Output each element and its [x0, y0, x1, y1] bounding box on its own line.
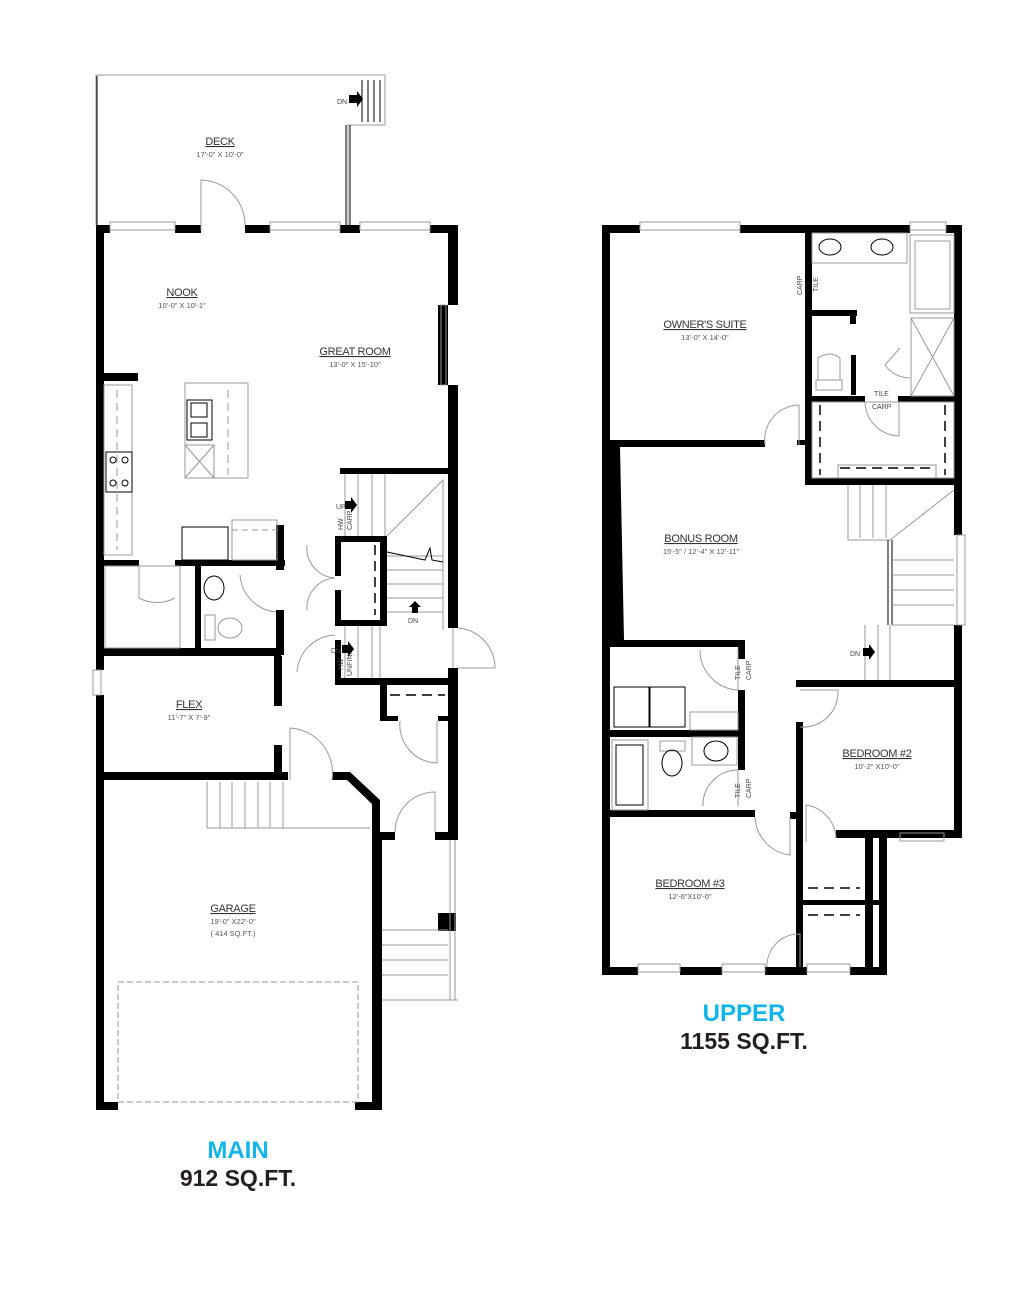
main-floor-plan: DN UP DN DN HW CARP HW UNFIN. DECK 17'-0… [92, 74, 496, 1110]
main-stairs [117, 474, 458, 1103]
upper-floor-caption: UPPER 1155 SQ.FT. [594, 1000, 894, 1055]
room-name-bedroom-3: BEDROOM #3 [655, 878, 724, 890]
note-carp: CARP [872, 404, 892, 411]
note-dn: DN [331, 648, 341, 655]
main-fixtures [103, 382, 278, 649]
upper-floor-plan: DN CARP TILE TILE CARP TILE CARP TILE CA… [602, 221, 966, 975]
arrow-icon [349, 91, 363, 107]
room-dims-owners-suite: 13'-0" X 14'-0" [681, 333, 729, 342]
note-up: UP [336, 504, 346, 511]
note-hw: HW [338, 518, 345, 530]
room-dims-nook: 10'-0" X 10'-1" [158, 301, 206, 310]
upper-stairs [808, 485, 955, 965]
note-tile: TILE [735, 665, 742, 680]
note-tile: TILE [735, 783, 742, 798]
arrow-icon [863, 644, 875, 660]
room-dims-flex: 11'-7" X 7'-9" [168, 713, 211, 722]
room-name-owners-suite: OWNER'S SUITE [663, 319, 746, 331]
note-dn: DN [850, 651, 860, 658]
room-dims-bedroom-3: 12'-6"X10'-0" [668, 892, 712, 901]
room-note-garage: ( 414 SQ.FT.) [210, 929, 256, 938]
room-name-garage: GARAGE [210, 903, 255, 915]
room-dims-bedroom-2: 10'-2" X10'-0" [854, 762, 900, 771]
room-name-great-room: GREAT ROOM [319, 346, 390, 358]
arrow-icon [342, 641, 354, 657]
upper-fixtures [611, 232, 955, 811]
note-hw: HW [338, 658, 345, 670]
main-floor-caption: MAIN 912 SQ.FT. [88, 1137, 388, 1192]
note-dn: DN [337, 99, 347, 106]
main-walls [96, 225, 458, 1110]
room-name-flex: FLEX [176, 699, 203, 711]
area-label-upper: 1155 SQ.FT. [680, 1028, 808, 1054]
note-carp: CARP [797, 275, 804, 295]
upper-walls [602, 225, 962, 975]
level-label-main: MAIN [207, 1137, 269, 1164]
upper-doors [699, 347, 911, 968]
note-tile: TILE [874, 391, 889, 398]
note-unfin: UNFIN. [347, 653, 354, 676]
deck [95, 74, 386, 225]
room-dims-great-room: 13'-0" X 15'-10" [329, 360, 381, 369]
main-doors [138, 179, 496, 833]
note-carp: CARP [746, 660, 753, 680]
room-dims-deck: 17'-0" X 10'-0" [196, 150, 244, 159]
room-name-deck: DECK [205, 136, 235, 148]
room-name-bedroom-2: BEDROOM #2 [842, 748, 911, 760]
note-carp: CARP [746, 778, 753, 798]
room-name-nook: NOOK [166, 287, 198, 299]
arrow-icon [345, 497, 357, 513]
room-name-bonus-room: BONUS ROOM [664, 533, 738, 545]
note-tile: TILE [813, 277, 820, 292]
note-carp: CARP [347, 510, 354, 530]
note-dn: DN [408, 618, 418, 625]
upper-windows [637, 221, 966, 973]
area-label-main: 912 SQ.FT. [179, 1165, 297, 1191]
arrow-icon [409, 601, 421, 613]
room-dims-bonus-room: 15'-5" / 12'-4" X 12'-11" [663, 547, 740, 556]
room-dims-garage: 19'-0" X22'-0" [210, 917, 256, 926]
level-label-upper: UPPER [702, 1000, 786, 1027]
main-windows [92, 221, 456, 1000]
